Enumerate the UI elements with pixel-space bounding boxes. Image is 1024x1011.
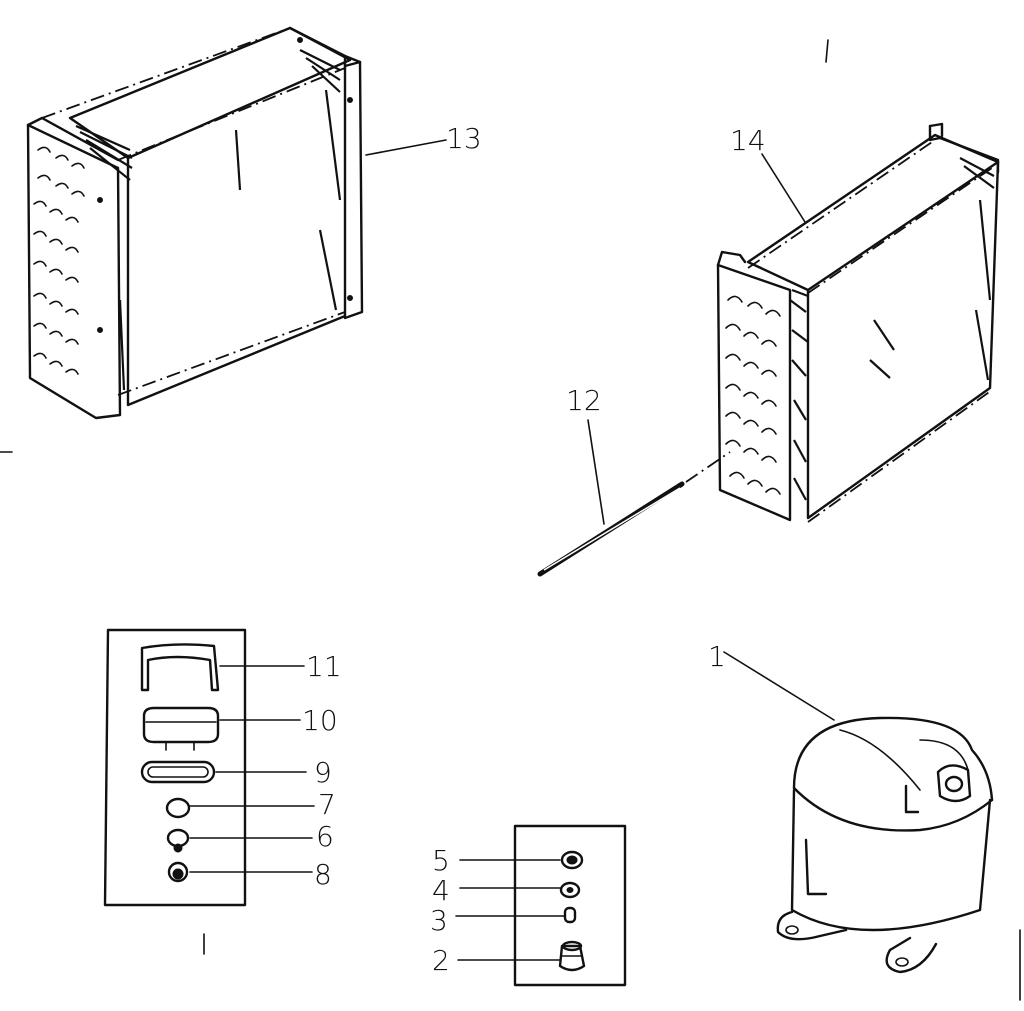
part-12-rod: 12 xyxy=(537,384,731,577)
callout-2: 2 xyxy=(432,944,450,977)
callout-12: 12 xyxy=(566,384,602,417)
scan-marks xyxy=(0,39,1021,1001)
callout-6: 6 xyxy=(316,820,334,853)
callout-5: 5 xyxy=(432,844,450,877)
callout-11: 11 xyxy=(306,650,342,683)
part-13-condenser-coil: 13 xyxy=(26,26,482,420)
small-parts-panel-center: 5 4 3 2 xyxy=(430,824,627,987)
callout-13: 13 xyxy=(446,122,482,155)
callout-8: 8 xyxy=(314,858,332,891)
callout-1: 1 xyxy=(708,640,726,673)
part-3-sleeve: 3 xyxy=(430,904,577,937)
callout-9: 9 xyxy=(314,756,332,789)
part-4-washer: 4 xyxy=(432,874,581,907)
part-11-clip: 11 xyxy=(140,643,342,692)
part-8-screw: 8 xyxy=(167,858,332,891)
part-1-compressor: 1 xyxy=(708,640,994,974)
part-14-evaporator-coil: 14 xyxy=(716,122,1000,523)
callout-3: 3 xyxy=(430,904,448,937)
part-7-ring: 7 xyxy=(165,788,336,821)
part-9-gasket: 9 xyxy=(140,756,332,789)
callout-7: 7 xyxy=(318,788,336,821)
small-parts-panel-left: 11 10 9 7 6 xyxy=(103,628,342,907)
callout-4: 4 xyxy=(432,874,450,907)
callout-14: 14 xyxy=(730,124,766,157)
callout-10: 10 xyxy=(302,704,338,737)
part-10-cover: 10 xyxy=(142,704,338,751)
part-2-mount: 2 xyxy=(432,940,586,977)
part-5-nut: 5 xyxy=(432,844,584,877)
part-6-grommet: 6 xyxy=(166,820,334,853)
